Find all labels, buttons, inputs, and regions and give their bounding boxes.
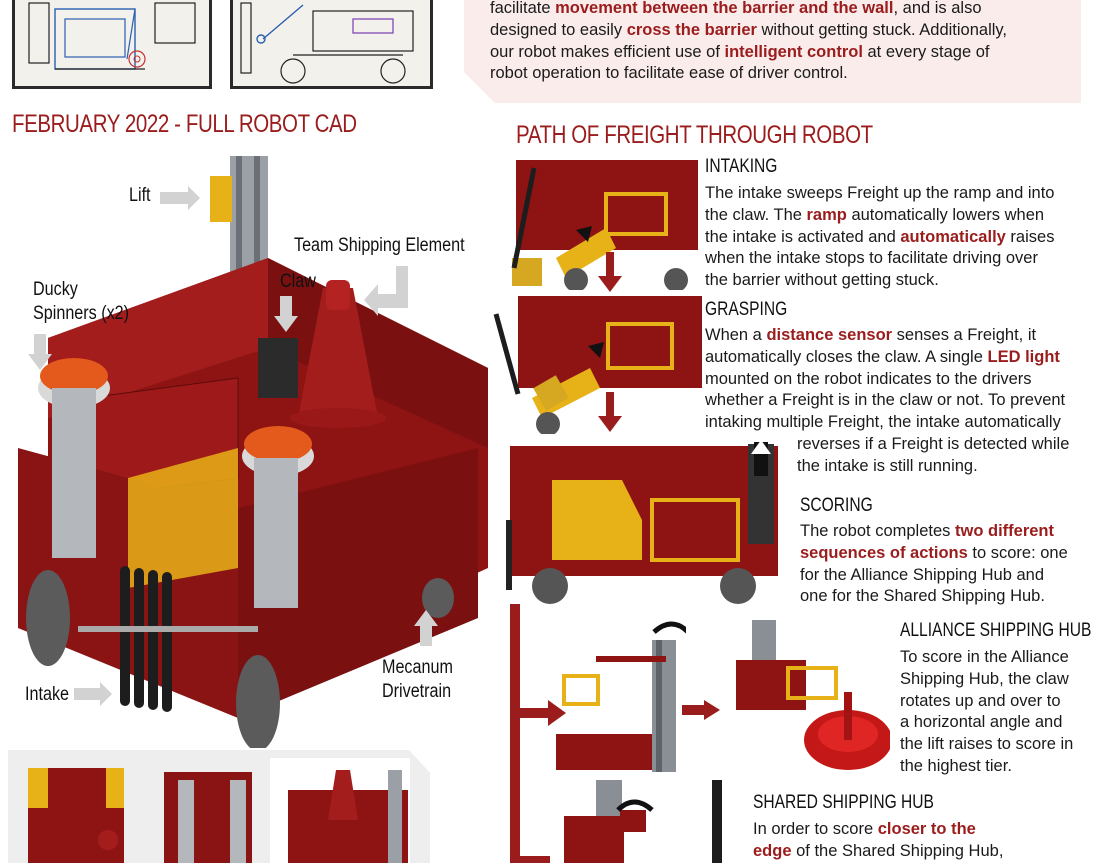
intaking-text: The intake sweeps Freight up the ramp an… — [705, 184, 1055, 290]
label-team-shipping-element: Team Shipping Element — [294, 235, 465, 256]
intaking-heading: INTAKING — [705, 156, 778, 177]
intro-paragraph: facilitate movement between the barrier … — [490, 0, 1008, 83]
down-arrow-icon — [598, 392, 622, 432]
label-claw: Claw — [280, 271, 316, 292]
scoring-heading: SCORING — [800, 495, 873, 516]
path-title: PATH OF FREIGHT THROUGH ROBOT — [516, 121, 873, 149]
cad-thumbnail-strip — [8, 750, 430, 863]
alliance-text: To score in the Alliance Shipping Hub, t… — [900, 648, 1074, 775]
label-intake: Intake — [25, 684, 70, 705]
shared-text: In order to score closer to the edge of … — [753, 820, 1004, 860]
cad-thumbnail-back — [270, 758, 410, 863]
scoring-image — [502, 440, 784, 608]
alliance-heading: ALLIANCE SHIPPING HUB — [900, 620, 1092, 641]
scoring-text: The robot completes two different sequen… — [800, 522, 1068, 606]
intaking-image — [496, 158, 702, 290]
alliance-hub-image — [728, 620, 890, 776]
cad-title: FEBRUARY 2022 - FULL ROBOT CAD — [12, 110, 357, 138]
cad-thumbnail-front — [28, 768, 124, 863]
sketch-photo-1 — [12, 0, 212, 89]
cad-thumbnail-side — [164, 772, 252, 863]
sketch-photo-2 — [230, 0, 433, 89]
shared-heading: SHARED SHIPPING HUB — [753, 792, 934, 813]
down-arrow-icon — [598, 252, 622, 292]
grasping-image — [490, 294, 702, 434]
label-lift: Lift — [129, 185, 151, 206]
intro-box — [464, 0, 1081, 103]
robot-cad-render — [8, 148, 488, 751]
grasping-text: When a distance sensor senses a Freight,… — [705, 326, 1070, 475]
branch-connector — [510, 604, 566, 863]
grasping-heading: GRASPING — [705, 299, 788, 320]
shared-claw-image — [560, 780, 730, 863]
alliance-claw-image — [556, 616, 686, 772]
right-arrow-icon — [682, 700, 720, 720]
